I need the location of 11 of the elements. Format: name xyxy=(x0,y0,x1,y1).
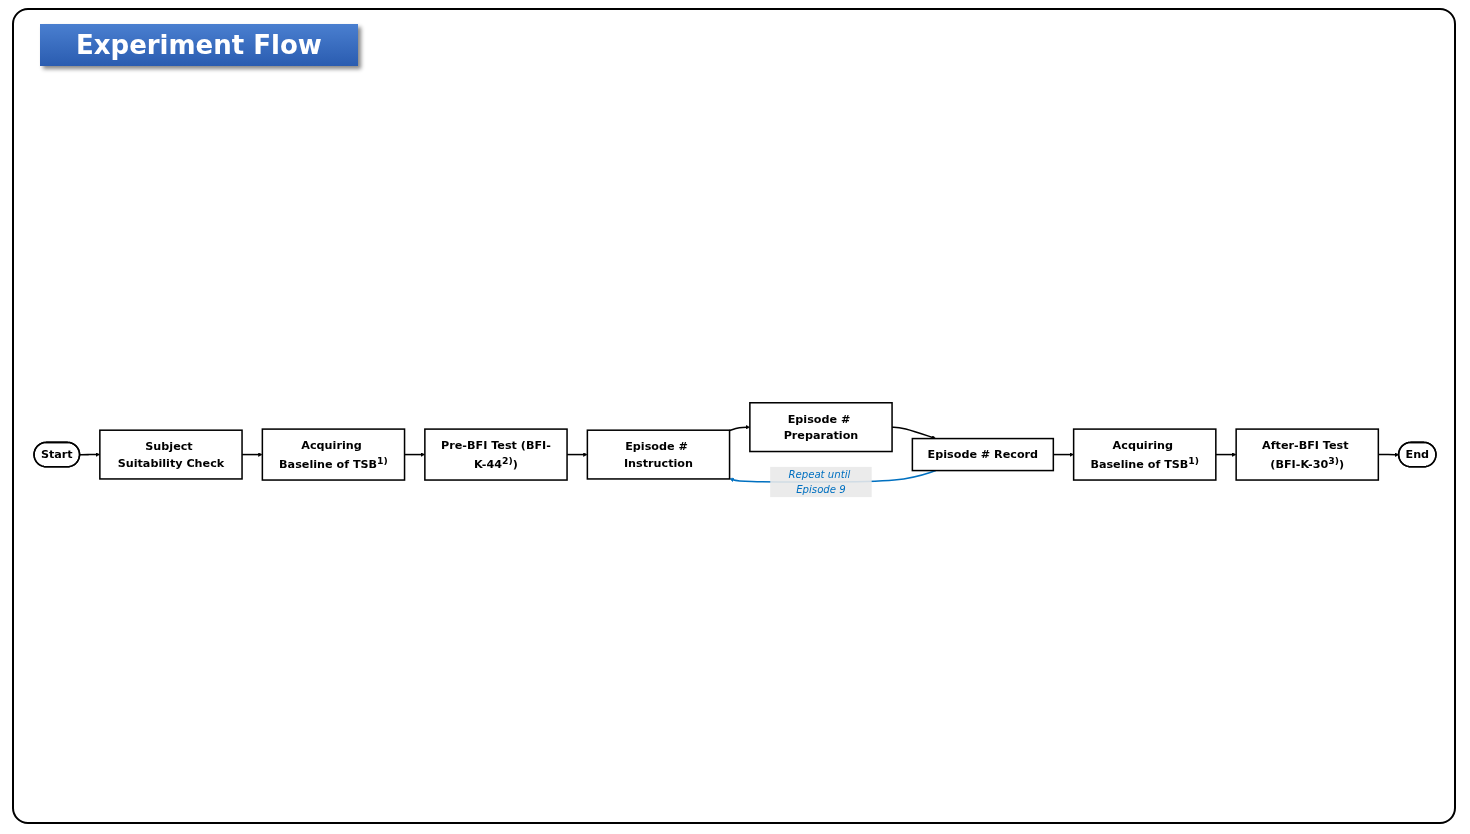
node-box: Pre-BFI Test (BFI-K-44$^{2)}$) xyxy=(424,428,568,481)
node-box: Episode # Preparation xyxy=(749,402,893,453)
node-box: Episode # Instruction xyxy=(586,429,731,480)
edge-label: Repeat until Episode 9 xyxy=(788,468,851,496)
node-box: Acquiring Baseline of TSB$^{1)}$ xyxy=(1072,428,1217,481)
title-banner: Experiment Flow xyxy=(40,24,358,66)
node-box: Acquiring Baseline of TSB$^{1)}$ xyxy=(261,428,406,481)
node-box: After-BFI Test (BFI-K-30$^{3)}$) xyxy=(1235,428,1380,481)
arrow xyxy=(1215,452,1237,457)
node-box: Episode # Record xyxy=(911,437,1055,472)
node-box: Subject Suitability Check xyxy=(99,429,243,480)
